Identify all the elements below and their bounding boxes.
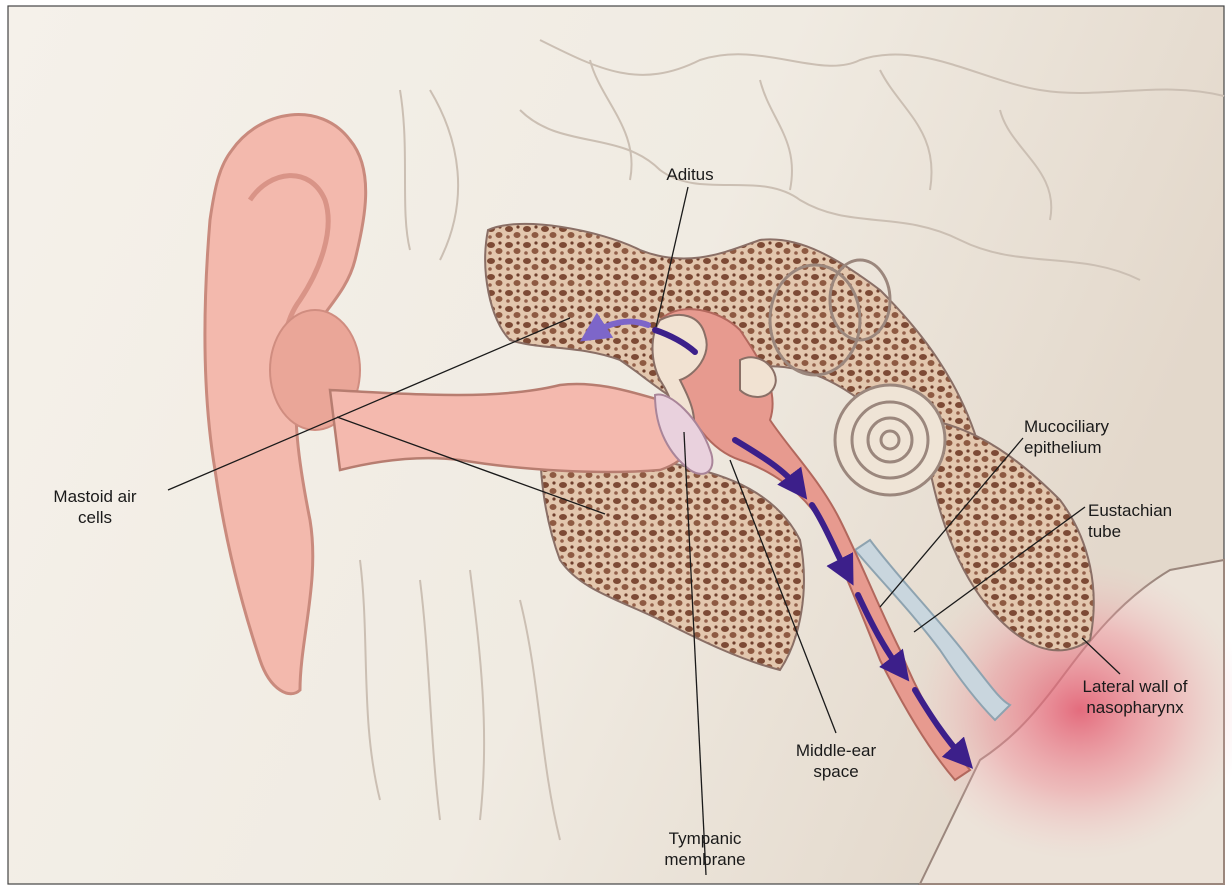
label-aditus: Aditus [630, 164, 750, 185]
label-eustachian-tube: Eustachian tube [1088, 500, 1172, 542]
label-tympanic-membrane: Tympanic membrane [640, 828, 770, 870]
label-mucociliary-epithelium: Mucociliary epithelium [1024, 416, 1109, 458]
label-middle-ear-space: Middle-ear space [776, 740, 896, 782]
label-mastoid-air-cells: Mastoid air cells [30, 486, 160, 528]
label-lateral-wall-nasopharynx: Lateral wall of nasopharynx [1068, 676, 1202, 718]
